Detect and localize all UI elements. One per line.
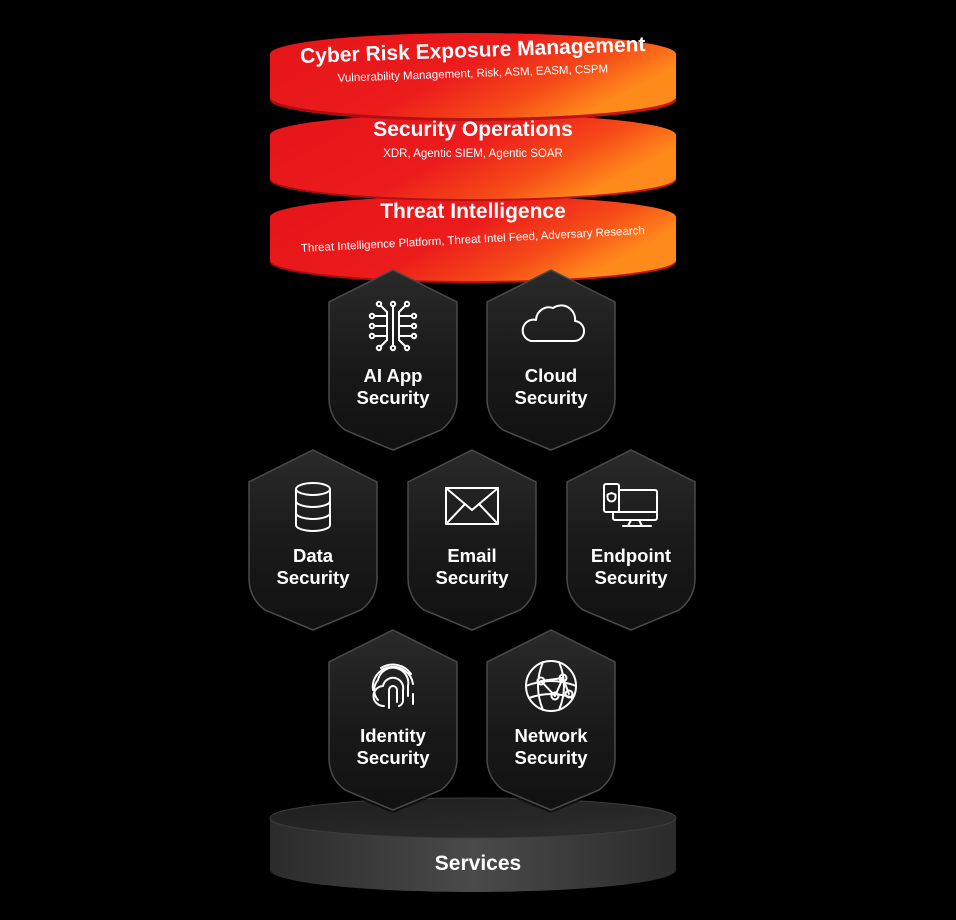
envelope-icon [445,487,499,525]
shield-body [566,449,696,631]
shield-label-line1: Cloud [525,365,577,386]
layer-security-operations: Security Operations XDR, Agentic SIEM, A… [270,114,676,201]
shield-label-line2: Security [356,387,430,408]
devices-icon [603,483,658,527]
globe-network-icon [525,660,577,712]
layer-band [270,114,676,199]
cloud-icon [521,304,585,343]
layer-threat-intelligence: Threat Intelligence Threat Intelligence … [270,196,676,283]
layer-band [270,196,676,281]
database-icon [295,482,331,532]
security-shields: AI AppSecurityCloudSecurityDataSecurityE… [248,269,696,813]
shield-label-line2: Security [276,567,350,588]
shield-body [407,449,537,631]
shield-body [248,449,378,631]
shield-label-line1: Network [515,725,589,746]
shield-label-line1: Identity [360,725,426,746]
shield-label-line1: Endpoint [591,545,671,566]
services-platform: Services [269,797,677,892]
services-platform-side [270,818,676,892]
shield-body [328,629,458,811]
shield-body [328,269,458,451]
layer-title: Threat Intelligence [380,200,566,223]
layer-band [270,33,676,118]
shield-label-line2: Security [435,567,509,588]
shield-label-line2: Security [514,747,588,768]
layer-cyber-risk-exposure-management: Cyber Risk Exposure Management Vulnerabi… [270,33,676,121]
shield-body [486,269,616,451]
ai-circuit-icon [368,300,418,352]
shield-label-line2: Security [356,747,430,768]
layer-title: Security Operations [373,118,573,141]
shield-body [486,629,616,811]
shield-label-line2: Security [594,567,668,588]
services-label: Services [435,852,521,875]
layer-subtitle: XDR, Agentic SIEM, Agentic SOAR [383,148,563,160]
shield-label-line1: Data [293,545,334,566]
shield-label-line1: Email [447,545,496,566]
shield-label-line1: AI App [364,365,423,386]
shield-label-line2: Security [514,387,588,408]
fingerprint-icon [371,663,414,709]
services-platform-top [269,797,677,839]
